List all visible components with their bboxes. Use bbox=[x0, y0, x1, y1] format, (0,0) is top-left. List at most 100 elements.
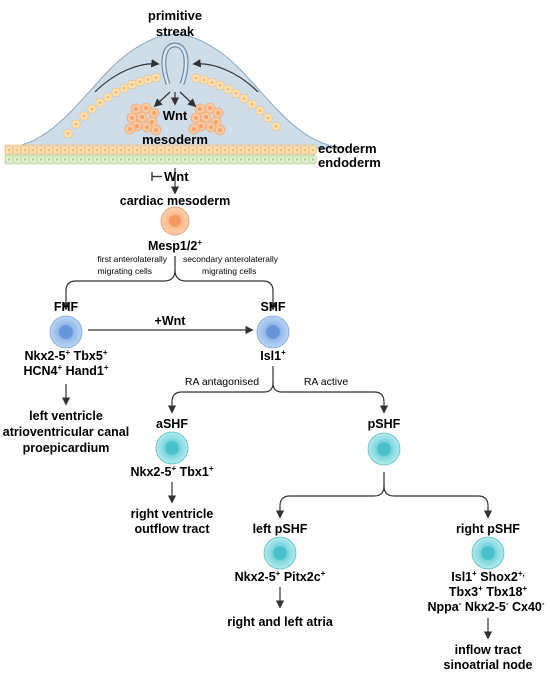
mesoderm-cluster-left bbox=[124, 102, 162, 136]
pshf-cell bbox=[367, 432, 401, 466]
branch-to-left-pshf bbox=[275, 472, 385, 519]
wnt-label-embryo: Wnt bbox=[163, 108, 188, 123]
branch-to-shf bbox=[174, 269, 278, 311]
mesoderm-cell-nucleus bbox=[154, 128, 158, 132]
endoderm-cell-nucleus bbox=[303, 158, 307, 161]
endoderm-cell-nucleus bbox=[143, 158, 147, 161]
mesoderm-cell-nucleus bbox=[140, 115, 144, 119]
epiblast-cell-nucleus bbox=[274, 124, 278, 128]
mesoderm-cell-nucleus bbox=[214, 120, 218, 124]
endoderm-cell-nucleus bbox=[39, 158, 43, 161]
pshf-label: pSHF bbox=[368, 417, 401, 431]
endoderm-label: endoderm bbox=[318, 155, 381, 170]
endoderm-cells bbox=[5, 155, 317, 164]
endoderm-cell-nucleus bbox=[15, 158, 19, 161]
epiblast-cell-nucleus bbox=[266, 116, 270, 120]
first-migrating-label-1: first anterolaterally bbox=[98, 254, 168, 264]
right-pshf-cell bbox=[471, 536, 505, 570]
endoderm-cell-nucleus bbox=[111, 158, 115, 161]
mesoderm-cell-nucleus bbox=[134, 107, 138, 111]
ashf-outcome-1: right ventricle bbox=[131, 507, 214, 521]
epiblast-cell-nucleus bbox=[90, 107, 94, 111]
endoderm-cell-nucleus bbox=[63, 158, 67, 161]
epiblast-cell-nucleus bbox=[130, 83, 134, 86]
shf-cell bbox=[256, 315, 290, 349]
endoderm-cell-nucleus bbox=[103, 158, 107, 161]
ectoderm-label: ectoderm bbox=[318, 141, 377, 156]
ectoderm-cell-nucleus bbox=[63, 148, 67, 152]
endoderm-cell-nucleus bbox=[119, 158, 123, 161]
mesp-label: Mesp1/2+ bbox=[148, 238, 202, 253]
ectoderm-cell-nucleus bbox=[31, 148, 35, 152]
mesoderm-cell-nucleus bbox=[218, 128, 222, 132]
ashf-cell bbox=[155, 431, 189, 465]
right-pshf-markers-1: Isl1+ Shox2+, bbox=[451, 569, 524, 584]
mesoderm-cell-nucleus bbox=[144, 106, 148, 110]
ectoderm-cell-nucleus bbox=[287, 148, 291, 152]
branch-to-ashf bbox=[167, 366, 274, 414]
ectoderm-cell-nucleus bbox=[223, 148, 227, 152]
endoderm-cell-nucleus bbox=[55, 158, 59, 161]
mesoderm-cell-nucleus bbox=[150, 120, 154, 124]
mesoderm-cell-nucleus bbox=[208, 106, 212, 110]
ectoderm-cell-nucleus bbox=[159, 148, 163, 152]
ectoderm-cell-nucleus bbox=[55, 148, 59, 152]
epiblast-cell-nucleus bbox=[226, 87, 230, 91]
ectoderm-cell-nucleus bbox=[247, 148, 251, 152]
endoderm-cell-nucleus bbox=[255, 158, 259, 161]
epiblast-cell-nucleus bbox=[218, 84, 222, 87]
epiblast-cell-nucleus bbox=[114, 90, 118, 94]
ectoderm-cell-nucleus bbox=[151, 148, 155, 152]
embryo-illustration bbox=[4, 33, 346, 165]
endoderm-cell-nucleus bbox=[191, 158, 195, 161]
endoderm-cell-nucleus bbox=[215, 158, 219, 161]
endoderm-cell-nucleus bbox=[223, 158, 227, 161]
endoderm-cell-nucleus bbox=[31, 158, 35, 161]
ectoderm-cell-nucleus bbox=[255, 148, 259, 152]
endoderm-cell-nucleus bbox=[271, 158, 275, 161]
ectoderm-cell-nucleus bbox=[111, 148, 115, 152]
ra-antagonised-label: RA antagonised bbox=[185, 376, 259, 388]
epiblast-cell-nucleus bbox=[138, 80, 142, 84]
wnt-arrow-right bbox=[179, 91, 197, 108]
ectoderm-cell-nucleus bbox=[23, 148, 27, 152]
ectoderm-cell-nucleus bbox=[47, 148, 51, 152]
endoderm-cell-nucleus bbox=[135, 158, 139, 161]
endoderm-cell-nucleus bbox=[151, 158, 155, 161]
endoderm-cell-nucleus bbox=[87, 158, 91, 161]
left-pshf-label: left pSHF bbox=[253, 522, 308, 536]
first-migrating-label-2: migrating cells bbox=[98, 266, 152, 276]
epiblast-cell-nucleus bbox=[122, 86, 126, 90]
mesoderm-cluster-right bbox=[188, 102, 226, 136]
branch-to-fhf bbox=[61, 256, 176, 311]
ectoderm-cell-nucleus bbox=[143, 148, 147, 152]
shf-label: SHF bbox=[261, 300, 286, 314]
right-pshf-markers-2: Tbx3+ Tbx18+ bbox=[449, 584, 527, 599]
epiblast-cell-nucleus bbox=[194, 76, 198, 80]
right-pshf-outcome-2: sinoatrial node bbox=[444, 658, 533, 672]
ectoderm-cell-nucleus bbox=[95, 148, 99, 152]
endoderm-cell-nucleus bbox=[127, 158, 131, 161]
epiblast-cell-nucleus bbox=[234, 92, 238, 95]
endoderm-cell-nucleus bbox=[167, 158, 171, 161]
endoderm-cell-nucleus bbox=[239, 158, 243, 161]
ectoderm-cell-nucleus bbox=[135, 148, 139, 152]
right-pshf-label: right pSHF bbox=[456, 522, 520, 536]
endoderm-cell-nucleus bbox=[279, 158, 283, 161]
ectoderm-cell-nucleus bbox=[199, 148, 203, 152]
mesoderm-cell-nucleus bbox=[145, 125, 149, 129]
ectoderm-cell-nucleus bbox=[7, 148, 11, 152]
epiblast-cell-nucleus bbox=[98, 101, 102, 105]
epiblast-cell-nucleus bbox=[210, 80, 214, 84]
second-migrating-label-1: secondary anterolaterally bbox=[183, 254, 279, 264]
ectoderm-cells bbox=[5, 145, 317, 155]
second-migrating-label-2: migrating cells bbox=[202, 266, 256, 276]
ectoderm-cell-nucleus bbox=[79, 148, 83, 152]
mesoderm-cell-nucleus bbox=[152, 111, 156, 115]
right-pshf-markers-3: Nppa- Nkx2-5- Cx40- bbox=[427, 599, 544, 614]
mesoderm-cell-nucleus bbox=[209, 125, 213, 129]
endoderm-cell-nucleus bbox=[79, 158, 83, 161]
ectoderm-cell-nucleus bbox=[295, 148, 299, 152]
mesoderm-cell-nucleus bbox=[128, 127, 132, 131]
